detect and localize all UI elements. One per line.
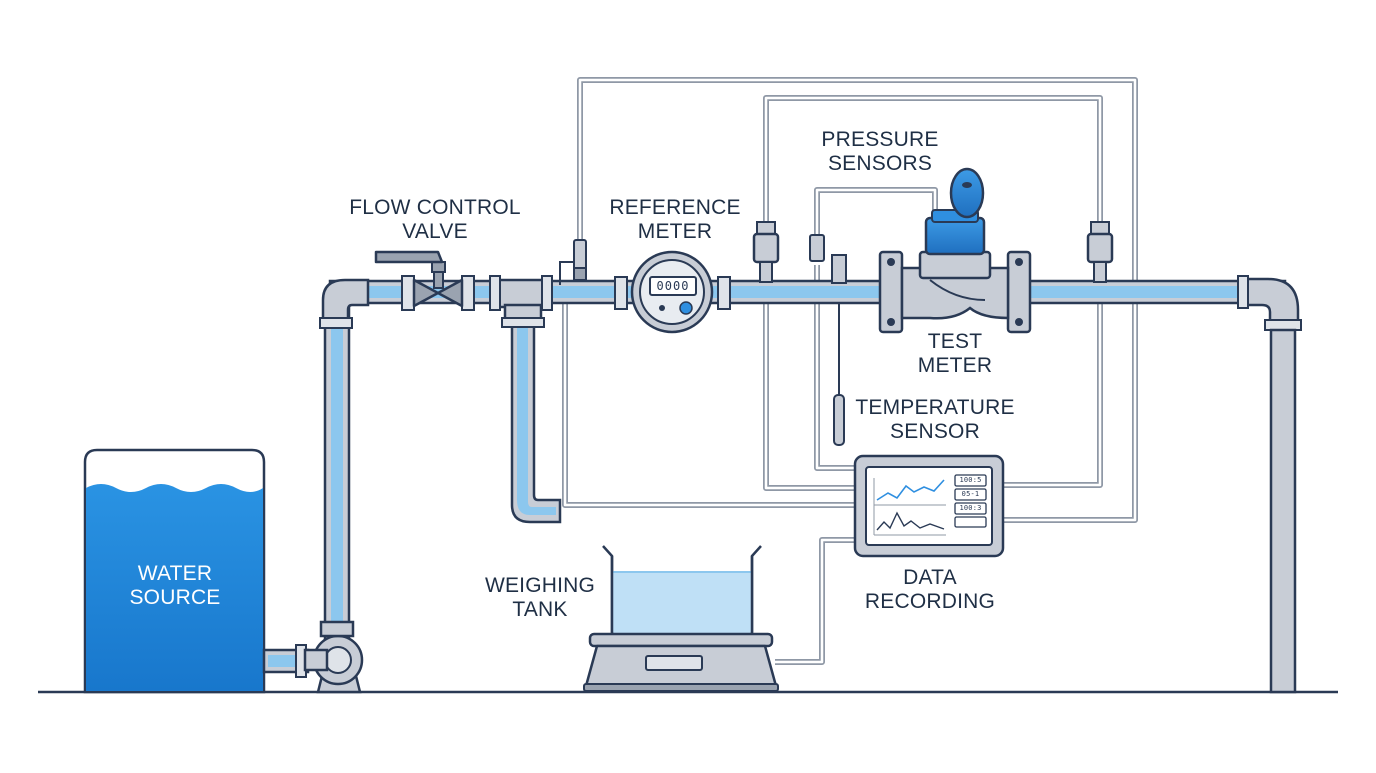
weighing-scale	[583, 632, 779, 692]
weighing-tank	[602, 545, 762, 638]
tee-fitting	[489, 275, 553, 328]
right-return-pipe	[1237, 275, 1302, 694]
data-recording-monitor	[853, 454, 1005, 558]
pressure-tap-left	[559, 239, 587, 285]
monitor-readout-1: 100:5	[959, 476, 982, 484]
pressure-sensor-right	[1086, 221, 1114, 283]
elbow-top-left	[319, 278, 370, 329]
pump	[262, 620, 364, 694]
reference-meter	[614, 250, 731, 334]
monitor-readout-2: 05-1	[961, 490, 980, 498]
pressure-sensor-left	[752, 221, 780, 283]
water-source-tank	[83, 448, 266, 694]
monitor-trend-line-2	[876, 511, 945, 531]
bypass-pipe	[510, 318, 562, 524]
monitor-trend-line-1	[876, 479, 945, 501]
flow-control-valve	[374, 250, 475, 311]
temperature-probe	[809, 234, 847, 446]
reference-meter-display: 0000	[656, 279, 690, 293]
supply-pipe	[323, 298, 351, 652]
monitor-readout-3: 100:3	[959, 504, 982, 512]
test-meter	[878, 167, 1032, 334]
